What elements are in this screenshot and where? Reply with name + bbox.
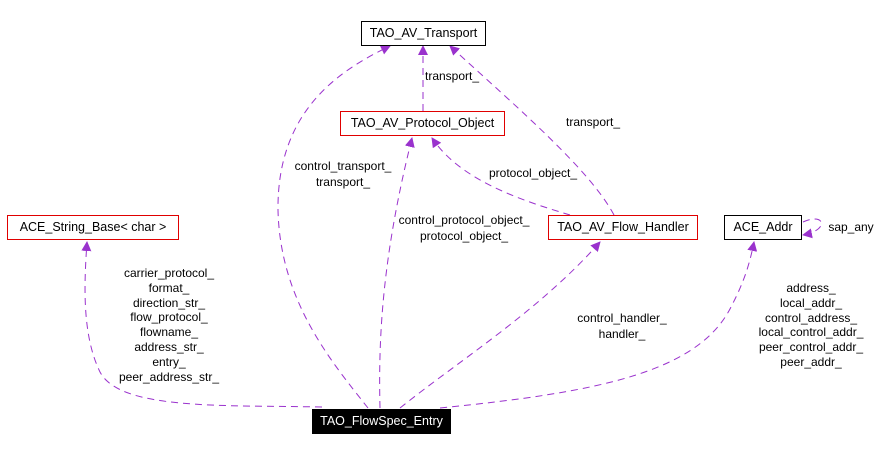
node-tao-av-protocol-object[interactable]: TAO_AV_Protocol_Object [340,111,505,136]
label-entry-to-addr: address_ local_addr_ control_address_ lo… [759,281,864,370]
node-tao-av-transport[interactable]: TAO_AV_Transport [361,21,486,46]
edge-label: format_ [148,280,190,295]
edge-label: address_str_ [134,339,204,354]
edge-label: transport_ [315,174,371,189]
edge-label: handler_ [598,326,646,341]
label-addr-self: sap_any [828,220,873,236]
label-entry-to-string-base: carrier_protocol_ format_ direction_str_… [119,266,219,384]
edge-label: peer_addr_ [780,354,842,369]
node-tao-av-flow-handler[interactable]: TAO_AV_Flow_Handler [548,215,698,240]
node-ace-string-base[interactable]: ACE_String_Base< char > [7,215,179,240]
edge-label: flow_protocol_ [130,310,208,325]
edge-entry-to-string-base [81,241,323,408]
edge-label: entry_ [152,354,186,369]
label-handler-to-protocol: protocol_object_ [489,166,577,182]
label-entry-to-flow-handler: control_handler_ handler_ [577,311,666,342]
edge-label: control_protocol_object_ [398,213,530,227]
edge-label: protocol_object_ [488,166,578,180]
edge-label: peer_control_addr_ [758,340,864,355]
edge-entry-to-flow-handler [399,241,601,409]
edge-label: local_control_addr_ [758,325,864,340]
edge-addr-self [802,218,822,239]
edge-label: control_address_ [764,310,858,325]
edge-label: sap_any [828,220,874,234]
label-entry-to-transport: control_transport_ transport_ [295,159,392,190]
label-handler-to-transport: transport_ [566,115,620,131]
label-protocol-to-transport: transport_ [425,69,479,85]
edge-handler-to-transport [449,45,615,216]
edge-entry-to-transport [277,45,391,409]
edge-label: flowname_ [139,325,199,340]
edge-label: control_transport_ [294,159,392,173]
edge-label: local_addr_ [779,295,843,310]
edge-label: direction_str_ [132,295,206,310]
edge-label: transport_ [565,115,621,129]
edge-label: transport_ [424,69,480,83]
edge-handler-to-protocol [431,137,571,216]
edge-label: protocol_object_ [419,228,509,243]
edge-label: control_handler_ [577,311,667,325]
edge-entry-to-protocol-object [379,137,415,409]
node-tao-flowspec-entry: TAO_FlowSpec_Entry [312,409,451,434]
edge-label: peer_address_str_ [118,369,220,384]
edge-label: address_ [786,281,836,295]
edge-label: carrier_protocol_ [123,266,215,280]
node-ace-addr[interactable]: ACE_Addr [724,215,802,240]
label-entry-to-protocol: control_protocol_object_ protocol_object… [399,213,530,244]
edge-entry-to-addr [439,241,758,409]
